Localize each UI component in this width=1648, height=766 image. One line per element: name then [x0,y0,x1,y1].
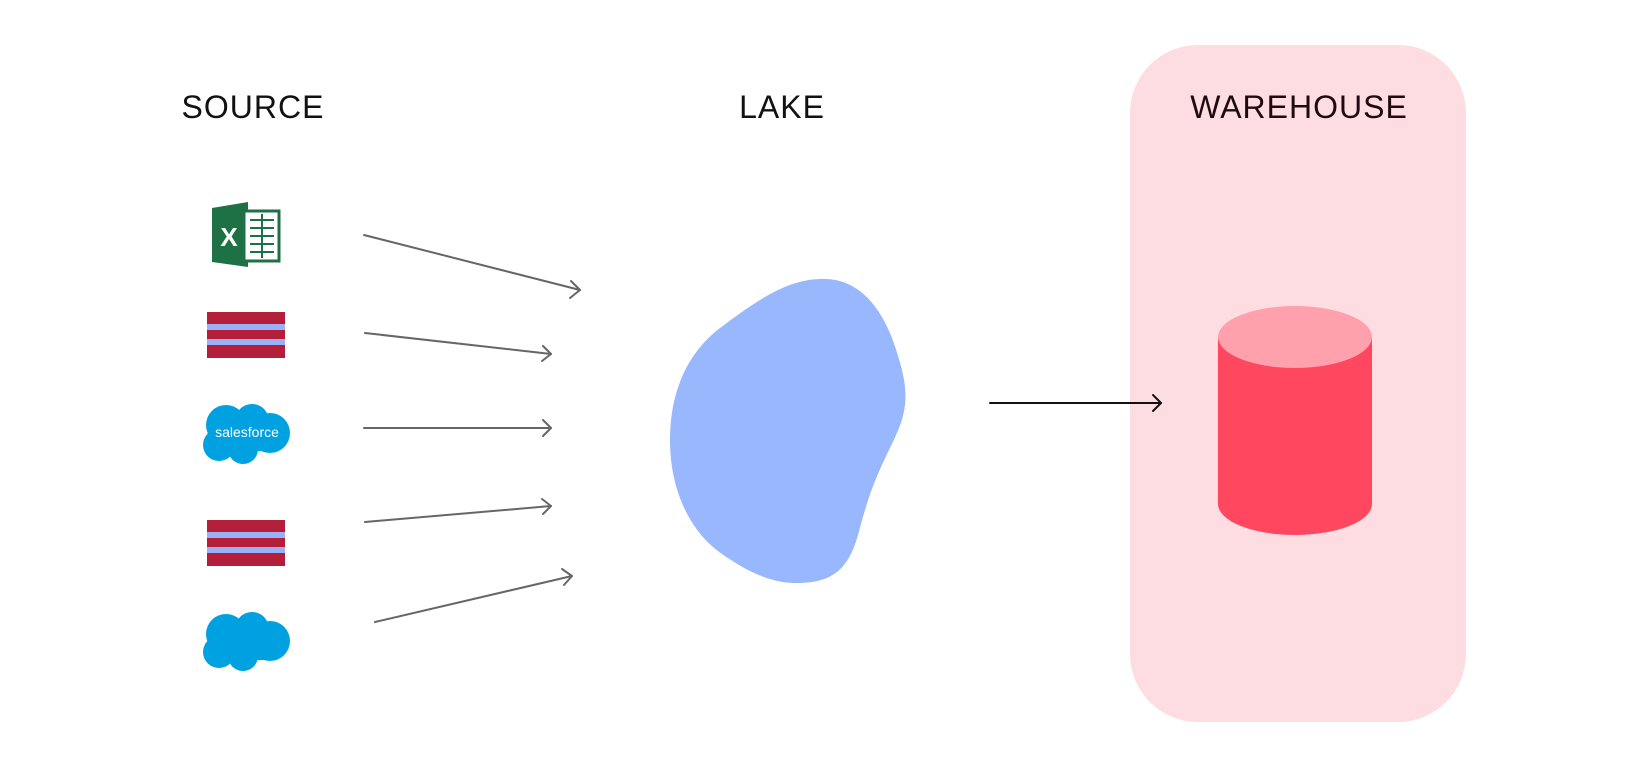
arrow-source-4-to-lake [364,498,552,523]
arrow-source-3-to-lake [363,419,552,437]
salesforce-cloud-icon [203,612,290,671]
arrow-lake-to-warehouse [989,394,1162,412]
lake-blob [670,278,906,584]
excel-icon: X [212,202,281,267]
salesforce-wordmark: salesforce [215,424,279,440]
warehouse-database-icon [1218,306,1372,535]
arrow-source-5-to-lake [374,568,573,623]
arrow-source-1-to-lake [363,234,581,299]
database-table-icon [207,520,285,566]
source-column-title: SOURCE [181,89,325,125]
lake-column-title: LAKE [739,89,825,125]
salesforce-logo-icon: salesforce [203,404,290,464]
arrow-source-2-to-lake [364,332,552,362]
database-table-icon [207,312,285,358]
warehouse-column-title: WAREHOUSE [1190,89,1408,125]
excel-icon-letter: X [220,222,238,252]
